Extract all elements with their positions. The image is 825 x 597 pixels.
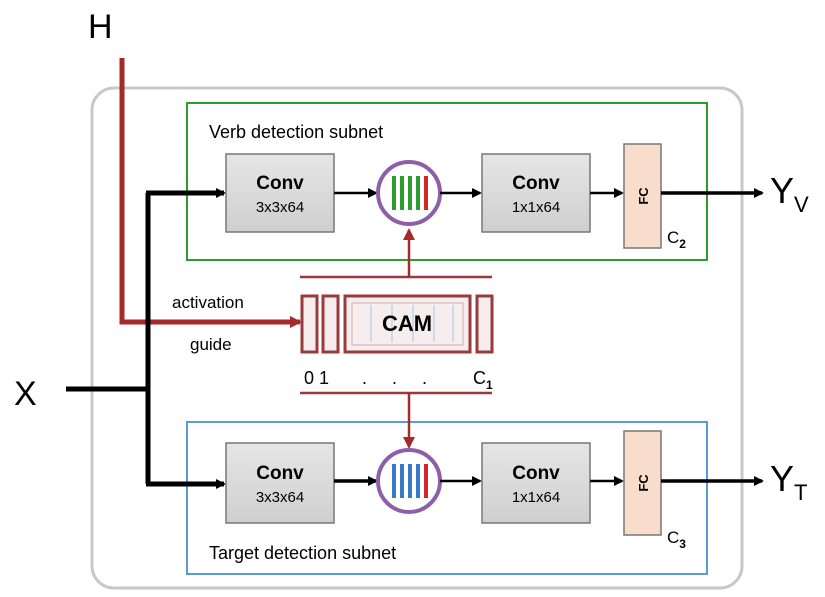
verb-conv1-name: Conv [256, 173, 304, 194]
cam-index-dots: . . . [362, 368, 427, 388]
target-subnet-title: Target detection subnet [209, 543, 396, 563]
cam-inner-frame [351, 302, 464, 346]
h-input-label: H [88, 8, 113, 46]
verb-output-label: YV [770, 170, 809, 217]
cam-ticks [370, 305, 454, 342]
verb-fc-block [623, 143, 662, 249]
target-conv2-spec: 1x1x64 [512, 489, 560, 506]
verb-feature-bars [392, 176, 428, 210]
verb-subnet-frame [186, 102, 708, 261]
activation-guide-line1: activation [172, 293, 244, 312]
verb-conv2-name: Conv [512, 173, 560, 194]
target-fc-label: FC [636, 474, 651, 492]
cam-index-end: C1 [473, 368, 493, 392]
activation-guide-line2: guide [190, 335, 232, 354]
target-feature-bars [392, 464, 428, 498]
x-input-label: X [14, 375, 37, 413]
target-output-label: YT [770, 458, 807, 505]
target-conv1-name: Conv [256, 463, 304, 484]
verb-conv1-block [225, 153, 335, 233]
cam-block [343, 294, 472, 354]
verb-fc-label: FC [636, 187, 651, 205]
target-channels-label: C3 [667, 528, 686, 551]
target-subnet-frame [186, 421, 708, 575]
cam-index-start: 0 1 [304, 368, 329, 388]
target-conv1-spec: 3x3x64 [256, 489, 304, 506]
cam-label: CAM [382, 311, 432, 336]
cam-feature-maps [300, 294, 494, 354]
verb-subnet-title: Verb detection subnet [209, 122, 383, 142]
verb-channels-label: C2 [667, 228, 686, 251]
target-fc-block [623, 430, 662, 536]
verb-conv1-spec: 3x3x64 [256, 199, 304, 216]
target-conv2-block [481, 442, 591, 524]
verb-conv2-spec: 1x1x64 [512, 199, 560, 216]
h-guide-line [119, 58, 302, 328]
target-conv1-block [225, 442, 335, 524]
target-conv2-name: Conv [512, 463, 560, 484]
verb-conv2-block [481, 153, 591, 233]
